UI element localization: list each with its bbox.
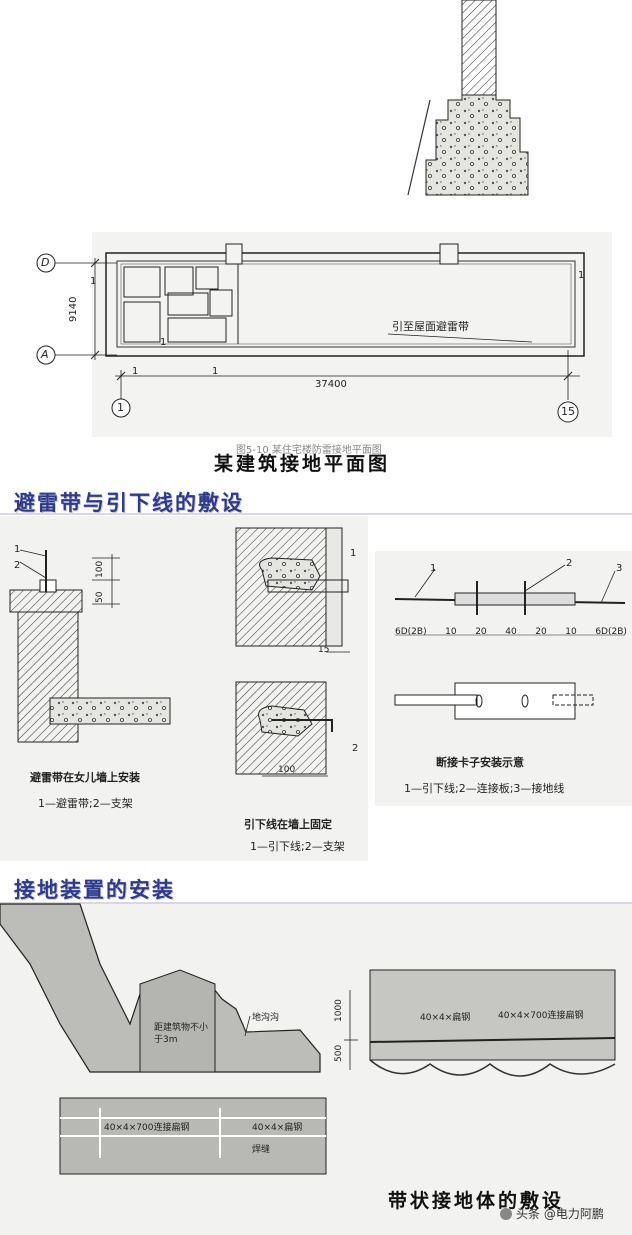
downlead-dim-15: 15 (318, 645, 330, 655)
grounding-plan-panel (92, 232, 612, 437)
downlead-caption: 引下线在墙上固定 (244, 818, 332, 831)
watermark-icon (500, 1207, 512, 1220)
parapet-label-1: 1 (14, 544, 21, 555)
downlead-label-2: 2 (352, 743, 359, 754)
dim-width: 37400 (315, 379, 347, 390)
clamp-legend: 1—引下线;2—连接板;3—接地线 (404, 782, 565, 795)
trench-plan (59, 1097, 327, 1175)
heading-lightning: 避雷带与引下线的敷设 (14, 490, 244, 515)
clamp-dim-0: 6D(2B) (395, 627, 427, 637)
bottom-title: 带状接地体的敷设 (388, 1190, 565, 1212)
mark-1-d: 1 (578, 270, 585, 281)
plan-label-flat: 40×4×扁钢 (252, 1123, 303, 1133)
wall-footing-section (407, 0, 529, 196)
clamp-dim-3: 40 (505, 627, 517, 637)
plan-label-connecting: 40×4×700连接扁钢 (104, 1123, 190, 1133)
terrain-profile (0, 903, 321, 1073)
downlead-drawing (235, 527, 350, 777)
clamp-drawing (394, 564, 626, 720)
mark-1-c: 1 (132, 366, 139, 377)
parapet-dim-50: 50 (95, 591, 105, 603)
axis-15-label: 15 (561, 405, 575, 418)
axis-d-label: D (41, 256, 50, 269)
parapet-label-2: 2 (14, 560, 21, 571)
clamp-dim-row: 6D(2B) 10 20 40 20 10 6D(2B) (395, 627, 627, 637)
downlead-legend: 1—引下线;2—支架 (250, 840, 345, 853)
axis-a-label: A (41, 348, 49, 361)
clamp-caption: 断接卡子安装示意 (436, 756, 524, 769)
clamp-dim-5: 10 (565, 627, 577, 637)
clamp-dim-2: 20 (475, 627, 487, 637)
flat-steel-label: 40×4×扁钢 (420, 1013, 471, 1023)
clamp-dim-1: 10 (445, 627, 457, 637)
parapet-legend: 1—避雷带;2—支架 (38, 797, 133, 810)
clamp-label-1: 1 (430, 563, 437, 574)
mark-1-b: 1 (212, 366, 219, 377)
clamp-label-3: 3 (616, 563, 623, 574)
heading-lightning-underline (0, 513, 632, 515)
dim-500: 500 (334, 1044, 344, 1062)
plan-title: 某建筑接地平面图 (214, 453, 391, 475)
downlead-label-1: 1 (350, 548, 357, 559)
dim-height: 9140 (68, 296, 79, 322)
trench-label: 地沟沟 (252, 1013, 280, 1023)
plan-label-weld: 焊缝 (252, 1145, 271, 1155)
strip-label: 引至屋面避雷带 (392, 320, 469, 333)
parapet-dim-100: 100 (95, 560, 105, 578)
axis-1-label: 1 (117, 401, 124, 414)
clamp-dim-4: 20 (535, 627, 547, 637)
building-note: 距建筑物不小于3m (154, 1023, 209, 1045)
watermark: 头条 @电力阿鹏 (500, 1205, 604, 1222)
heading-grounding-underline (0, 902, 632, 904)
dim-1000: 1000 (334, 999, 344, 1022)
downlead-dim-100: 100 (278, 765, 296, 775)
watermark-text: 头条 @电力阿鹏 (516, 1207, 604, 1221)
connecting-steel-label: 40×4×700连接扁钢 (498, 1011, 584, 1021)
clamp-label-2: 2 (566, 558, 573, 569)
mark-1-e: 1 (160, 337, 167, 348)
parapet-drawing (9, 549, 171, 743)
plan-faint-title: 图5-10 某住宅楼防雷接地平面图 (236, 445, 382, 456)
mark-1-a: 1 (90, 276, 97, 287)
parapet-caption: 避雷带在女儿墙上安装 (30, 771, 140, 784)
grounding-plan-drawing (36, 243, 585, 423)
clamp-dim-6: 6D(2B) (595, 627, 627, 637)
soil-section (344, 969, 616, 1077)
heading-grounding: 接地装置的安装 (14, 877, 175, 902)
